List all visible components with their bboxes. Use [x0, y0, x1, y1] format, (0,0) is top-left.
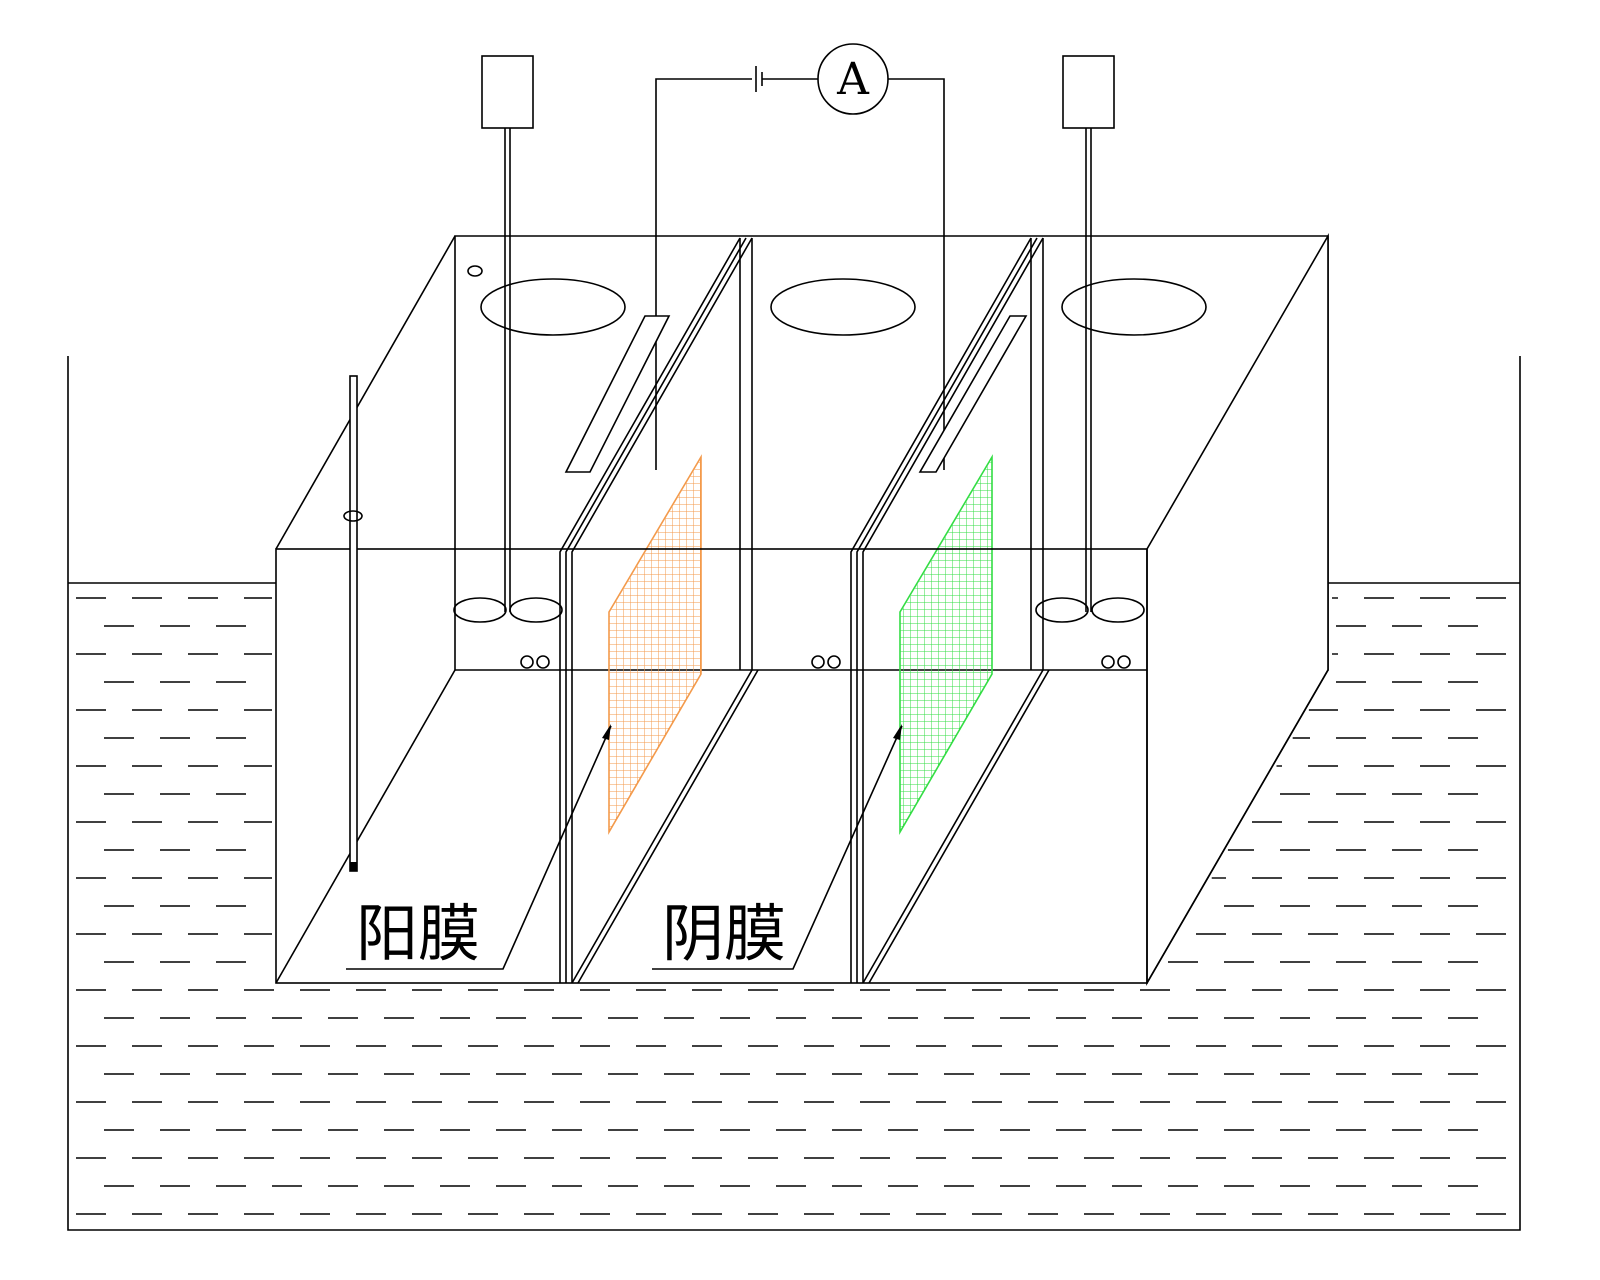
- cell-box: [275, 233, 1329, 986]
- wire-right: [888, 78, 945, 470]
- divider-1-line-c: [571, 237, 753, 983]
- cathode-leader-arrowhead: [893, 724, 902, 740]
- lid-ports: [467, 265, 1207, 336]
- membrane-labels: 阳膜 阴膜: [346, 724, 903, 970]
- floor-left-edge: [275, 669, 456, 984]
- external-circuit: A: [655, 43, 945, 470]
- left-electrode-plate: [564, 315, 671, 473]
- thermometer-stopper: [343, 510, 363, 522]
- divider-2-floor-a: [862, 669, 1044, 984]
- stirrer-motor-left: [481, 55, 534, 129]
- drain-hole: [1101, 655, 1115, 669]
- cathode-membrane-label: 阴膜: [662, 897, 786, 970]
- drain-hole: [1117, 655, 1131, 669]
- thermometer: [343, 375, 363, 872]
- divider-2-line-b: [856, 237, 1038, 983]
- fitting-right-a: [1035, 597, 1089, 623]
- electrodes: [564, 315, 1028, 473]
- divider-1-line-b: [565, 237, 747, 983]
- port-chamber-1: [480, 278, 626, 336]
- drain-hole: [811, 655, 825, 669]
- ammeter-label: A: [836, 54, 870, 105]
- anode-leader-line: [346, 725, 612, 970]
- bath-outline: [67, 356, 1521, 1231]
- divider-1-floor-a: [571, 669, 753, 984]
- cathode-membrane-mesh: [899, 454, 993, 835]
- water-bath: [67, 356, 1521, 1231]
- membranes: [608, 454, 993, 835]
- stirrers: [481, 55, 1115, 612]
- cell-front: [275, 548, 1329, 984]
- top-left-edge: [275, 235, 456, 550]
- thermometer-tube: [349, 375, 358, 872]
- small-vent-port: [467, 265, 483, 277]
- front-face: [275, 548, 1148, 984]
- anode-membrane-mesh: [608, 454, 702, 835]
- divider-2-line-c: [862, 237, 1044, 983]
- divider-2-floor-b: [868, 669, 1050, 984]
- port-chamber-2: [770, 278, 916, 336]
- right-electrode-plate: [918, 315, 1028, 473]
- fitting-right-b: [1091, 597, 1145, 623]
- cathode-leader-line: [652, 725, 903, 970]
- stirrer-motor-right: [1062, 55, 1115, 129]
- port-chamber-3: [1061, 278, 1207, 336]
- drain-hole: [536, 655, 550, 669]
- anode-membrane-label: 阳膜: [356, 897, 480, 970]
- drain-hole: [827, 655, 841, 669]
- fitting-left-a: [453, 597, 507, 623]
- anode-leader-arrowhead: [602, 724, 611, 740]
- water-dashes: [76, 597, 1506, 1215]
- thermometer-bulb: [350, 862, 357, 871]
- divider-1-floor-b: [577, 669, 759, 984]
- drain-hole: [520, 655, 534, 669]
- floor-right-edge: [1146, 669, 1329, 984]
- divider-plates: [559, 237, 1050, 984]
